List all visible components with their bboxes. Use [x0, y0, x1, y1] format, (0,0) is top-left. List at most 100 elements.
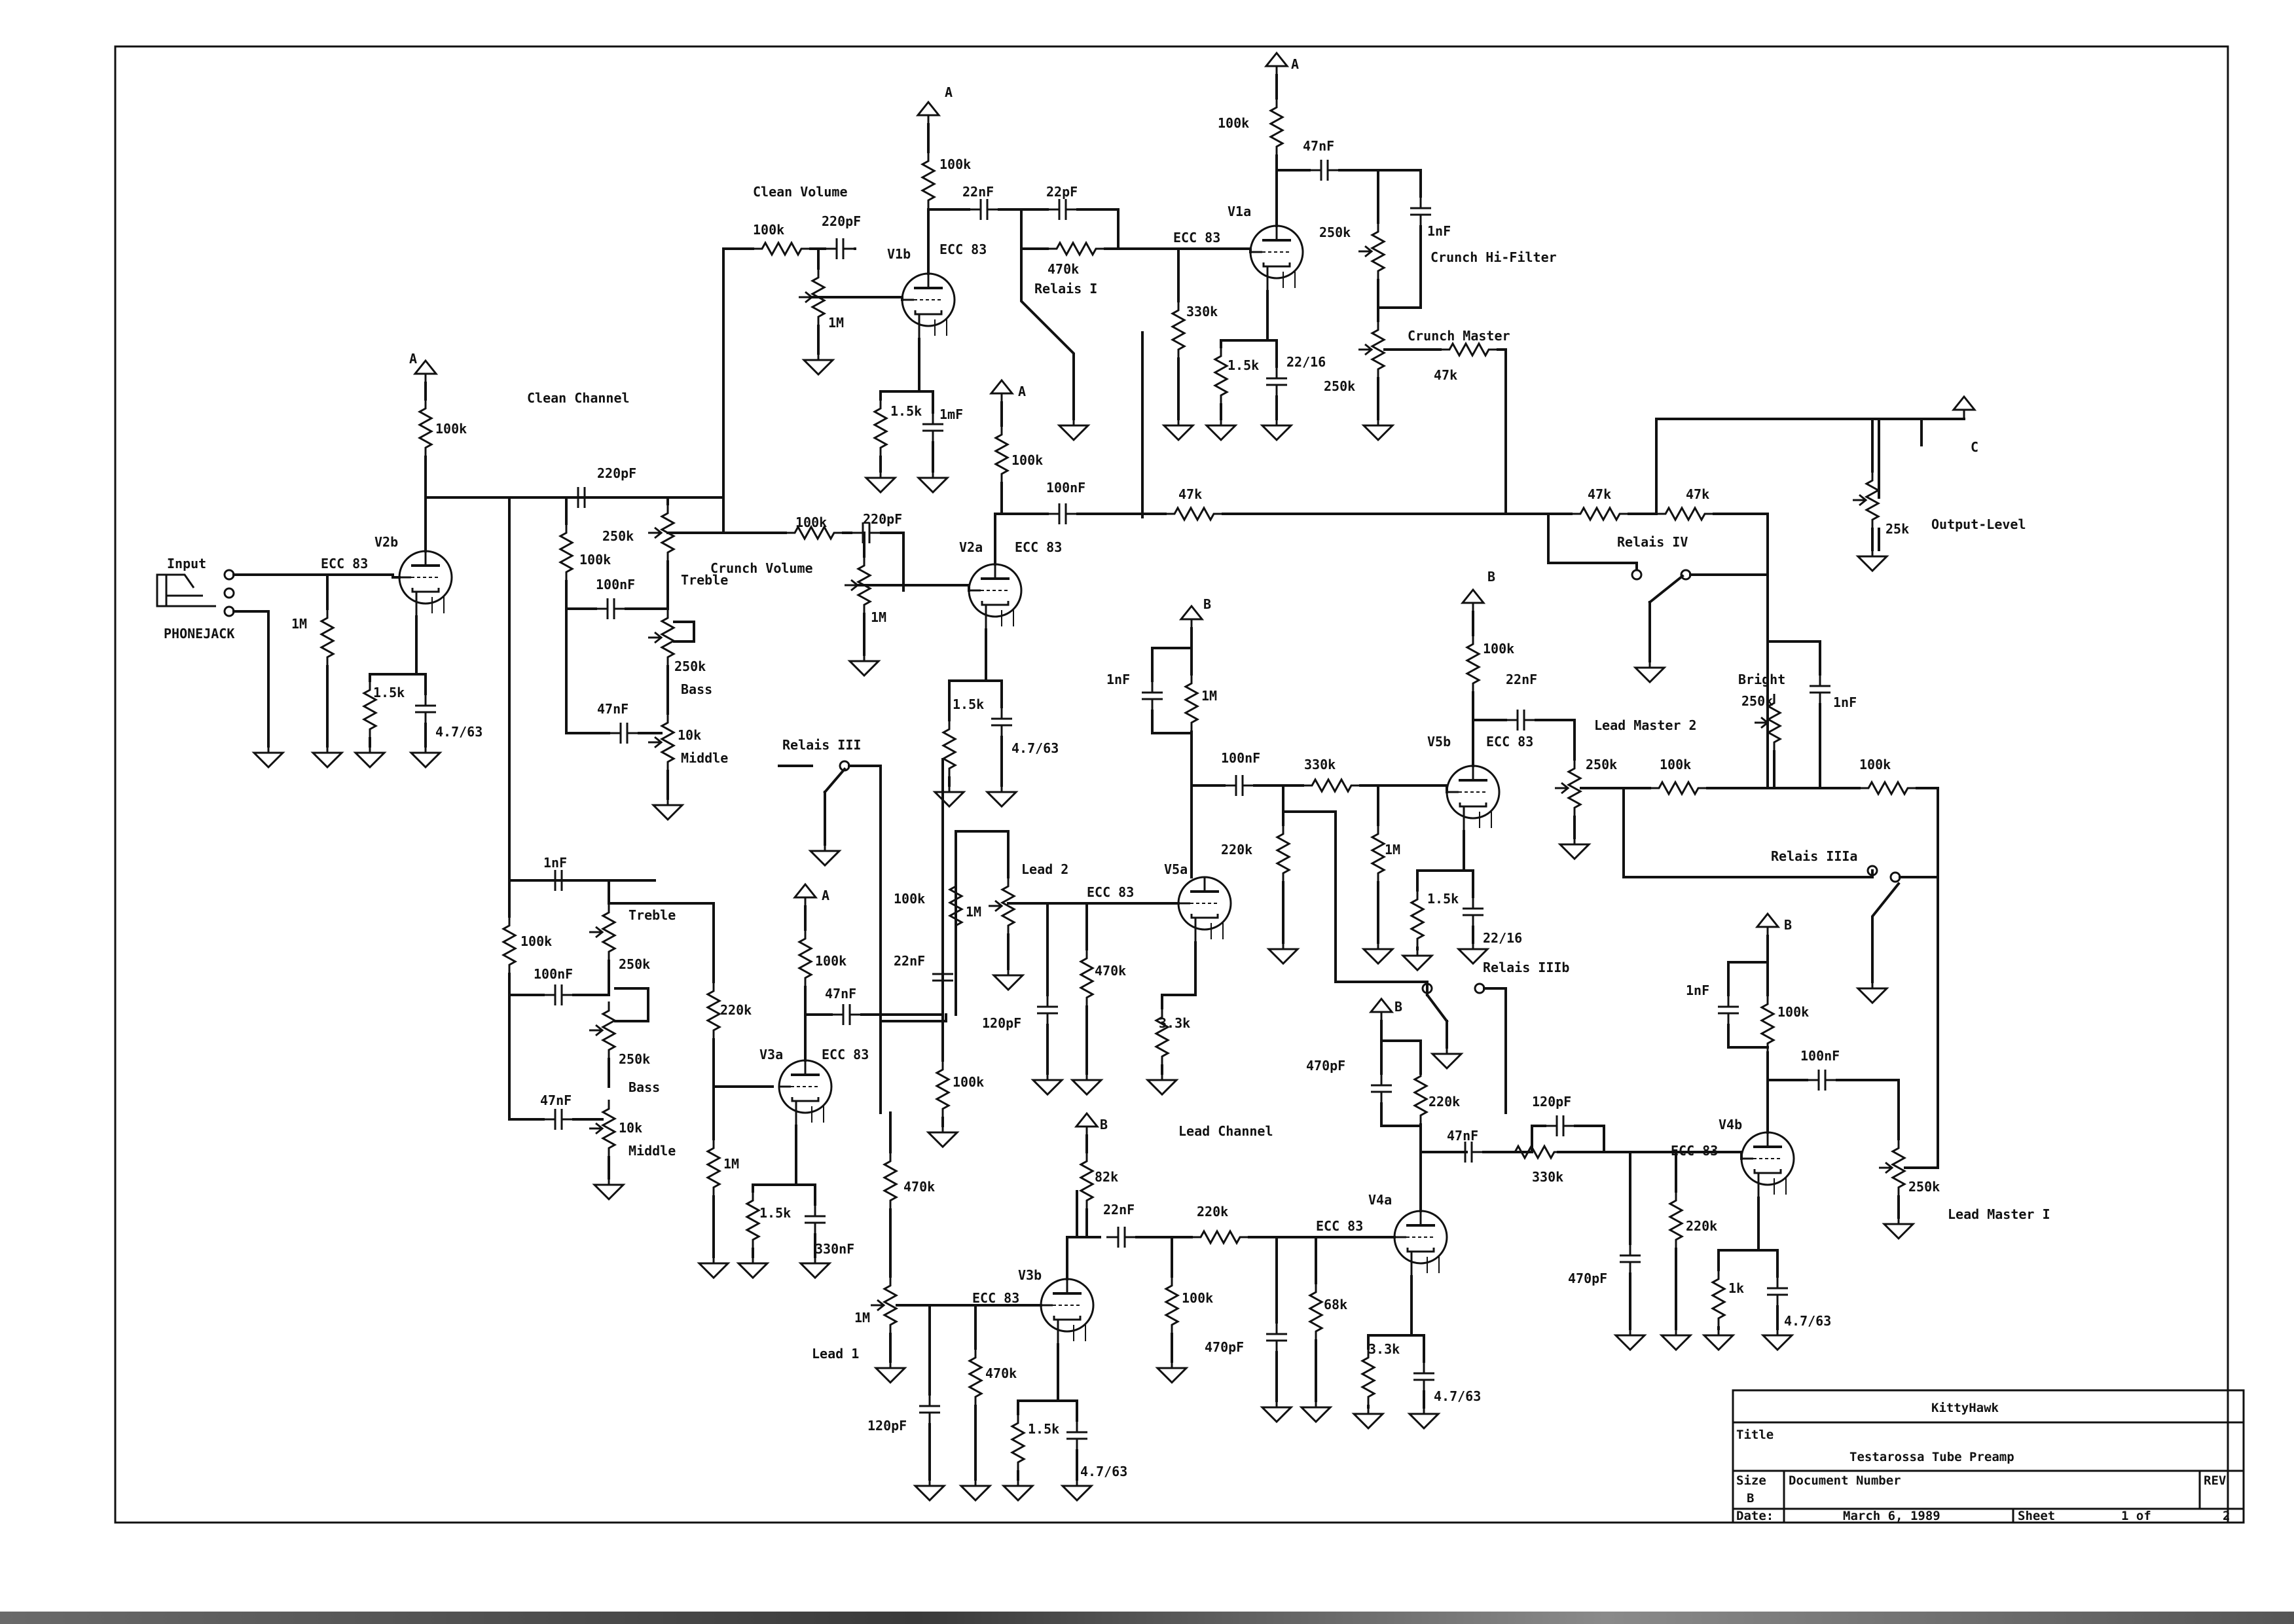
- component-value: 4.7/63: [1434, 1388, 1481, 1404]
- component-value: 250k: [674, 659, 706, 674]
- relay-label: Relais IIIb: [1483, 960, 1569, 975]
- tube-type: ECC 83: [1087, 884, 1134, 900]
- relay-label: Relais IV: [1617, 534, 1688, 550]
- component-value: 22nF: [894, 953, 925, 969]
- component-value: 100k: [1182, 1290, 1213, 1306]
- component-value: 4.7/63: [435, 724, 482, 740]
- component-value: 220k: [1197, 1204, 1228, 1219]
- control-label: Crunch Volume: [710, 560, 813, 576]
- component-value: 1M: [966, 904, 981, 920]
- title-block-sheet: 1 of: [2121, 1509, 2151, 1523]
- component-value: 1nF: [1833, 695, 1857, 710]
- component-value: 47k: [1434, 367, 1457, 383]
- component-value: 250k: [1319, 225, 1351, 240]
- component-value: 22/16: [1483, 930, 1522, 946]
- tube-v4a: [1393, 1210, 1448, 1278]
- tube-v3a: [778, 1059, 833, 1127]
- component-value: 1.5k: [953, 696, 984, 712]
- component-value: 1.5k: [1427, 891, 1459, 907]
- component-value: 1mF: [939, 406, 963, 422]
- component-value: 47k: [1588, 486, 1611, 502]
- component-value: 1.5k: [373, 685, 405, 700]
- component-value: 22nF: [962, 184, 994, 200]
- control-label: Lead 1: [812, 1346, 859, 1362]
- component-value: 1M: [1201, 688, 1217, 704]
- component-value: 47nF: [540, 1092, 572, 1108]
- component-value: 25k: [1885, 521, 1909, 537]
- channel-label: Lead Channel: [1178, 1123, 1273, 1139]
- tube-v3b: [1040, 1278, 1095, 1346]
- supply-label: A: [822, 888, 829, 903]
- title-block-date: March 6, 1989: [1843, 1509, 1940, 1523]
- input-label: Input: [167, 556, 206, 571]
- relay-label: Relais IIIa: [1771, 848, 1857, 864]
- component-value: 1M: [871, 609, 886, 625]
- control-label: Bass: [681, 681, 712, 697]
- component-value: 10k: [619, 1120, 642, 1136]
- component-value: 220k: [1221, 842, 1252, 857]
- tube-v4b: [1740, 1131, 1795, 1199]
- control-label: Middle: [628, 1143, 676, 1159]
- control-label: Bass: [628, 1079, 660, 1095]
- component-value: 100nF: [596, 577, 635, 592]
- component-value: 1nF: [1686, 983, 1709, 998]
- component-value: 100nF: [1221, 750, 1260, 766]
- component-value: 1M: [291, 616, 307, 632]
- component-value: 100k: [1859, 757, 1891, 772]
- component-value: 330nF: [815, 1241, 854, 1257]
- component-value: 100k: [939, 156, 971, 172]
- component-value: 47nF: [1303, 138, 1334, 154]
- relay-label: Relais I: [1034, 281, 1097, 297]
- component-value: 100nF: [1800, 1048, 1840, 1064]
- tube-label: V3b: [1018, 1267, 1042, 1283]
- supply-label: A: [1018, 384, 1026, 399]
- component-value: 100k: [1011, 452, 1043, 468]
- tube-type: ECC 83: [1671, 1143, 1718, 1159]
- title-block-company: KittyHawk: [1931, 1401, 1999, 1415]
- tube-v2b: [398, 550, 453, 618]
- control-label: Clean Volume: [753, 184, 848, 200]
- component-value: 47k: [1686, 486, 1709, 502]
- component-value: 470pF: [1205, 1339, 1244, 1355]
- title-block-size-label: Size: [1736, 1473, 1766, 1488]
- control-label: Lead 2: [1021, 861, 1068, 877]
- tube-label: V5b: [1427, 734, 1451, 749]
- control-label: Treble: [681, 572, 728, 588]
- component-value: 220pF: [863, 511, 902, 527]
- tube-label: V4b: [1719, 1117, 1742, 1132]
- component-value: 1.5k: [890, 403, 922, 419]
- supply-label: A: [1291, 56, 1299, 72]
- title-block-size: B: [1747, 1491, 1754, 1506]
- tube-v1b: [901, 272, 956, 340]
- supply-label: A: [945, 84, 953, 100]
- component-value: 47nF: [597, 701, 628, 717]
- component-value: 120pF: [1532, 1094, 1571, 1110]
- component-value: 1k: [1728, 1280, 1744, 1296]
- tube-label: V3a: [759, 1047, 783, 1062]
- component-value: 250k: [1586, 757, 1617, 772]
- component-value: 120pF: [982, 1015, 1021, 1031]
- control-label: Middle: [681, 750, 728, 766]
- title-block-docnum-label: Document Number: [1789, 1473, 1901, 1488]
- tube-type: ECC 83: [1316, 1218, 1363, 1234]
- component-value: 68k: [1324, 1297, 1347, 1312]
- title-block-title: Testarossa Tube Preamp: [1849, 1450, 2014, 1464]
- component-value: 470pF: [1306, 1058, 1345, 1074]
- component-value: 22pF: [1046, 184, 1078, 200]
- component-value: 330k: [1532, 1169, 1563, 1185]
- component-value: 100k: [953, 1074, 984, 1090]
- tube-type: ECC 83: [1015, 539, 1062, 555]
- component-value: 220k: [1686, 1218, 1717, 1234]
- title-block-sheet-label: Sheet: [2018, 1509, 2055, 1523]
- component-value: 470k: [985, 1365, 1017, 1381]
- component-value: 22nF: [1506, 672, 1537, 687]
- component-value: 4.7/63: [1080, 1464, 1127, 1479]
- component-value: 100k: [894, 891, 925, 907]
- tube-label: V2b: [374, 534, 398, 550]
- component-value: 47nF: [825, 986, 856, 1001]
- supply-label: C: [1971, 439, 1978, 455]
- phonejack-label: PHONEJACK: [164, 626, 234, 641]
- title-block: KittyHawk Title Testarossa Tube Preamp S…: [1732, 1389, 2245, 1524]
- component-value: 220pF: [822, 213, 861, 229]
